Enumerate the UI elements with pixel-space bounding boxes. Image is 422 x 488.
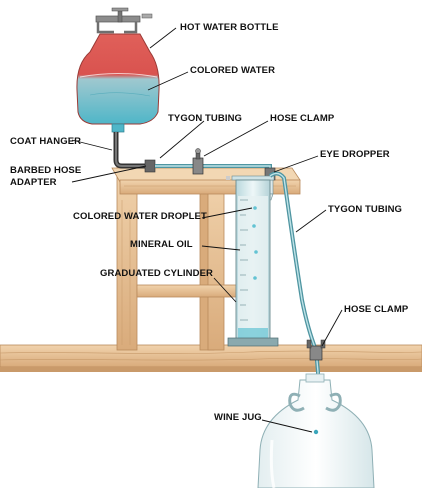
wooden-stand — [111, 164, 301, 351]
leader-hot-water-bottle — [149, 27, 177, 49]
c-clamp — [95, 7, 153, 34]
label-barbed-hose-adapter-line2: ADAPTER — [10, 177, 57, 188]
leader-graduated-cylinder — [213, 277, 237, 303]
coat-hanger-pipe — [113, 132, 156, 173]
label-colored-water: COLORED WATER — [190, 65, 275, 76]
label-tygon-tubing-top: TYGON TUBING — [168, 113, 242, 124]
label-tygon-tubing-right: TYGON TUBING — [328, 204, 402, 215]
label-wine-jug: WINE JUG — [214, 412, 262, 423]
hose-clamp-bottom — [306, 339, 326, 361]
leader-colored-water — [147, 71, 189, 91]
hot-water-bottle — [76, 33, 160, 133]
leader-coat-hanger — [71, 139, 113, 151]
leader-colored-water-droplet — [201, 207, 253, 219]
hose-clamp-top — [192, 148, 204, 175]
label-barbed-hose-adapter-line1: BARBED HOSE — [10, 165, 81, 176]
leader-eye-dropper — [273, 155, 319, 173]
label-coat-hanger: COAT HANGER — [10, 136, 81, 147]
label-hose-clamp-top: HOSE CLAMP — [270, 113, 335, 124]
leader-hose-clamp-bottom — [321, 309, 343, 347]
wine-jug — [257, 373, 375, 488]
leader-lines — [71, 27, 343, 433]
leader-tygon-tubing-top — [159, 120, 205, 159]
label-hot-water-bottle: HOT WATER BOTTLE — [180, 22, 279, 33]
label-colored-water-droplet: COLORED WATER DROPLET — [73, 211, 207, 222]
leader-barbed-hose-adapter — [71, 165, 147, 183]
label-mineral-oil: MINERAL OIL — [130, 239, 193, 250]
leader-hose-clamp-top — [203, 120, 269, 157]
label-hose-clamp-bottom: HOSE CLAMP — [344, 304, 409, 315]
leader-tygon-tubing-right — [295, 209, 327, 233]
labels: HOT WATER BOTTLE COLORED WATER TYGON TUB… — [10, 22, 409, 423]
leader-wine-jug — [261, 419, 313, 433]
label-graduated-cylinder: GRADUATED CYLINDER — [100, 268, 213, 279]
graduated-cylinder — [226, 175, 279, 347]
label-eye-dropper: EYE DROPPER — [320, 149, 390, 160]
leader-mineral-oil — [201, 245, 241, 251]
